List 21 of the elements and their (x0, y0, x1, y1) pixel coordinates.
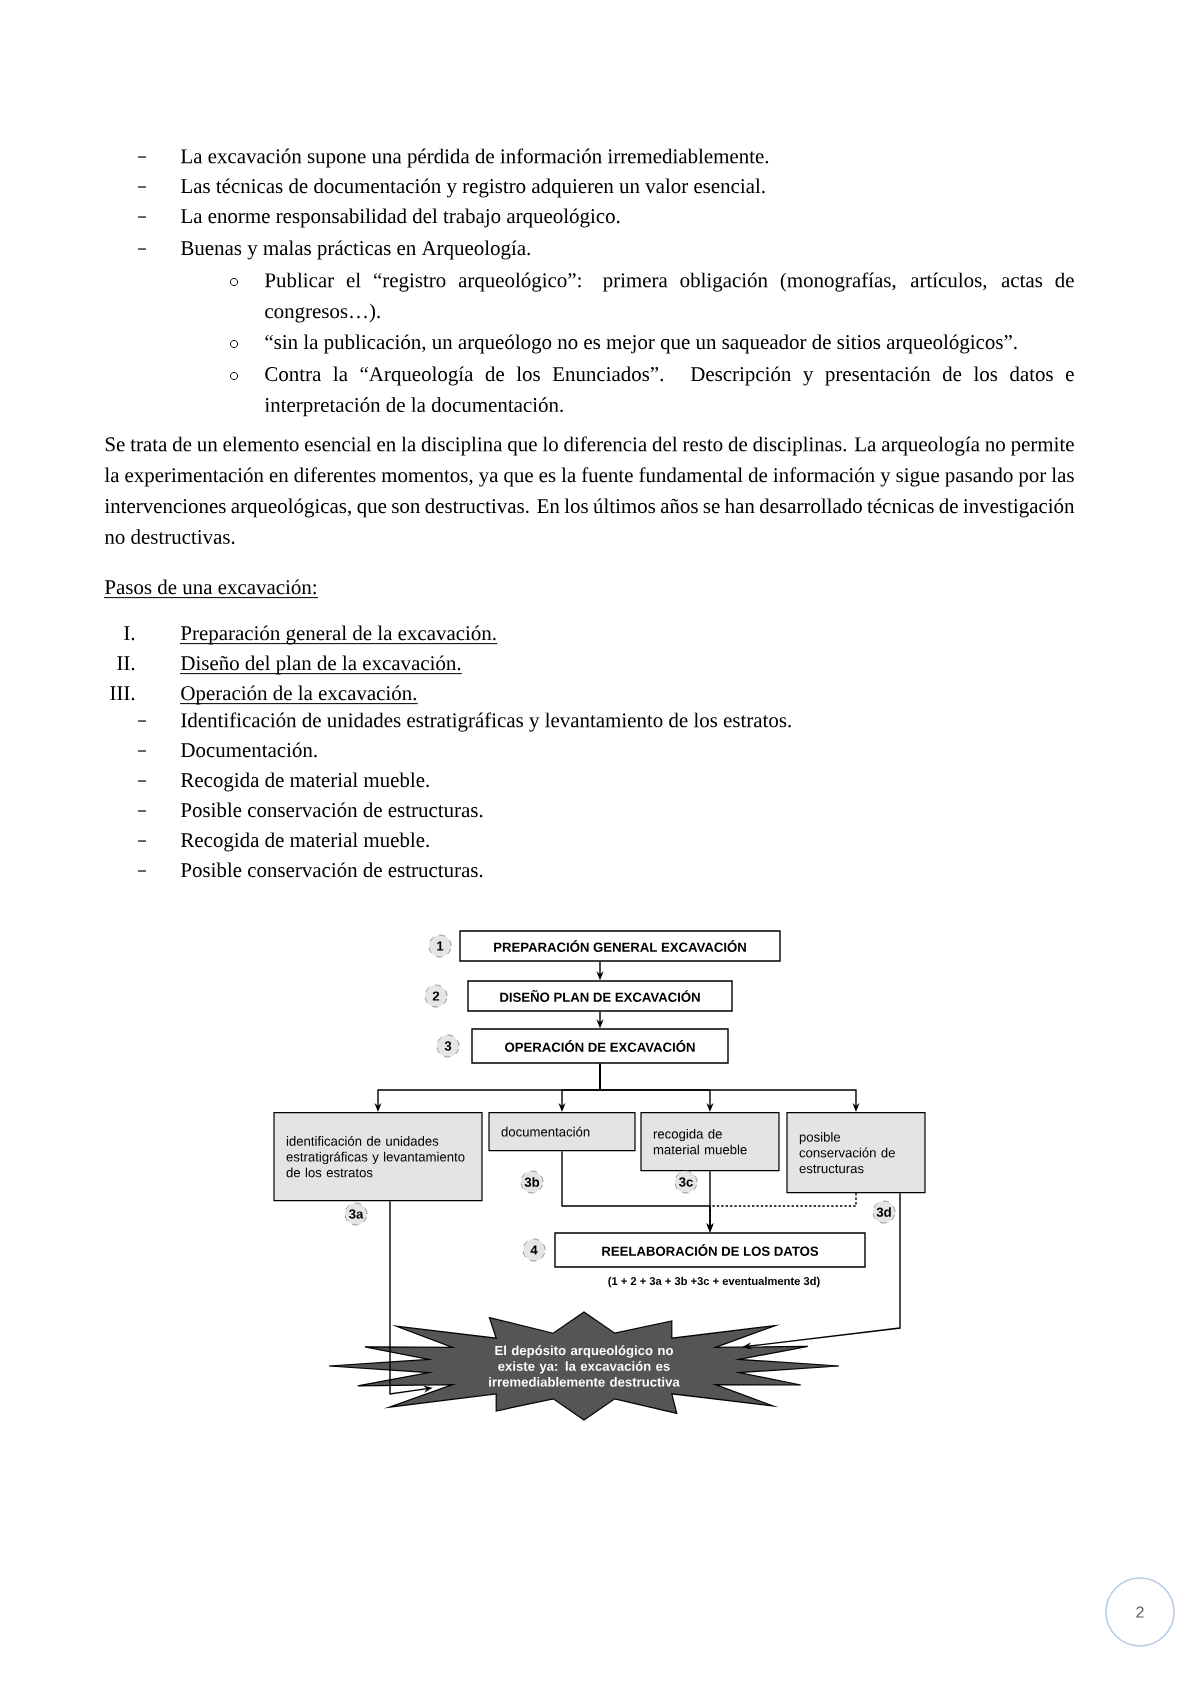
list-item: “sin la publicación, un arqueólogo no es mejor que un saqueador de sitios arqueológicos”. (265, 334, 1017, 354)
list-item: Contra la “Arqueología de los Enunciados”. Descripción y presentación de los datos e interpretación de la documentación. (264, 366, 1074, 417)
list-item: Posible conservación de estructuras. (181, 862, 483, 878)
underlined-heading: Operación de la excavación. (179, 685, 419, 705)
list-item: Buenas y malas prácticas en Arqueología. (181, 240, 530, 260)
list-item: Identificación de unidades estratigráficas y levantamiento de los estratos. (181, 712, 791, 732)
list-item: Recogida de material mueble. (181, 772, 429, 792)
list-item: La excavación supone una pérdida de información irremediablemente. (181, 148, 769, 168)
list-numeral: II. (117, 656, 135, 671)
list-item: La enorme responsabilidad del trabajo arqueológico. (181, 208, 620, 228)
list-item: Recogida de material mueble. (181, 832, 429, 852)
list-numeral: III. (110, 686, 135, 701)
underlined-heading: Preparación general de la excavación. (179, 625, 498, 645)
list-numeral: I. (124, 626, 135, 641)
underlined-heading: Diseño del plan de la excavación. (179, 655, 463, 675)
list-item: Documentación. (181, 742, 317, 758)
list-item: Las técnicas de documentación y registro adquieren un valor esencial. (181, 178, 765, 198)
paragraph: Se trata de un elemento esencial en la disciplina que lo diferencia del resto de disciplinas. La arqueología no permite la experimentación en diferentes momentos, ya que es la fuente fundamental de información y sigue pasando por las intervenciones arqueológicas, que son destructivas. En los últimos años se han desarrollado técnicas de investigación no destructivas. (104, 436, 1075, 545)
list-item: Posible conservación de estructuras. (181, 802, 483, 818)
underlined-heading: Pasos de una excavación: (103, 579, 319, 599)
list-item: Publicar el “registro arqueológico”: primera obligación (monografías, artículos, actas de congresos…). (265, 272, 1074, 323)
